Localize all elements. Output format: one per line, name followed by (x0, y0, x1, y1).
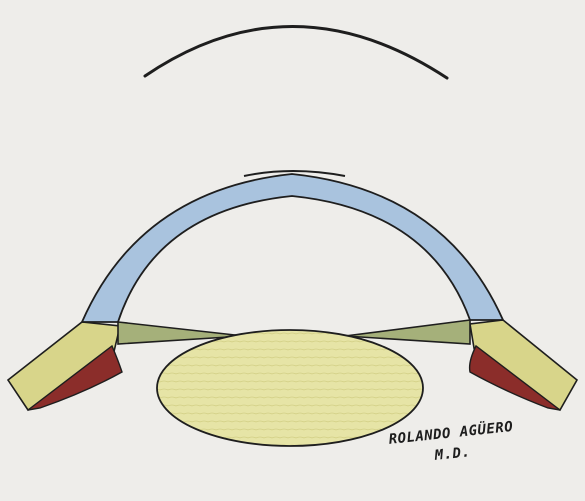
contact-lens-arc (145, 26, 447, 78)
cornea (82, 174, 503, 322)
crystalline-lens (157, 330, 423, 446)
